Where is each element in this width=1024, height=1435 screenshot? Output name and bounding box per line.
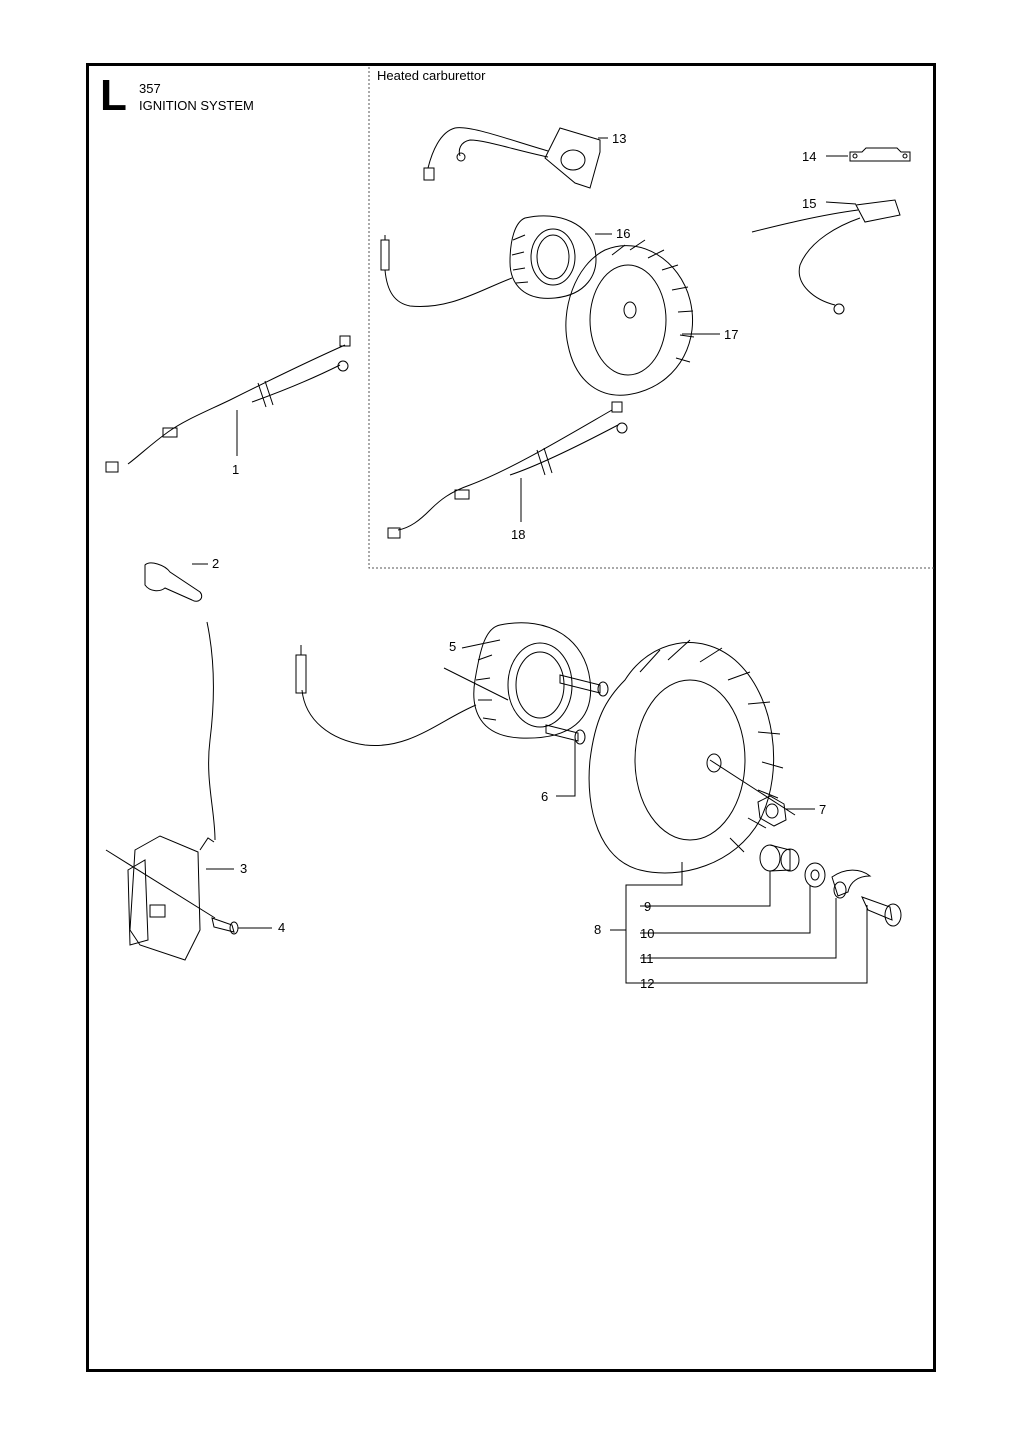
inset-border [368,67,934,569]
callout-12: 12 [640,976,654,991]
inset-title: Heated carburettor [377,68,486,83]
callout-2: 2 [212,556,219,571]
callout-labels: 1 2 3 4 5 6 7 8 9 10 11 12 13 14 15 16 1… [212,131,826,991]
flywheel [588,639,796,874]
callout-1: 1 [232,462,239,477]
callout-9: 9 [644,899,651,914]
callout-6: 6 [541,789,548,804]
part-18-wire-harness [387,401,628,539]
part-6-screws [545,674,609,797]
callout-4: 4 [278,920,285,935]
callout-18: 18 [511,527,525,542]
part-17-flywheel [565,239,720,396]
section-title: IGNITION SYSTEM [139,98,254,113]
part-14-bracket [826,147,911,162]
callout-7: 7 [819,802,826,817]
part-5-ignition-module [295,622,592,747]
part-10-washer [640,862,826,934]
callout-15: 15 [802,196,816,211]
part-11-pawl [640,869,872,959]
part-4-screw [211,917,272,935]
part-3-ignition-coil [105,835,234,961]
page-frame [86,63,936,1372]
callout-5: 5 [449,639,456,654]
section-letter: L [100,71,127,120]
part-15-thermostat-switch [751,199,901,315]
model-number: 357 [139,81,161,96]
callout-14: 14 [802,149,816,164]
part-1-wire-harness [105,335,351,473]
callout-17: 17 [724,327,738,342]
part-8-assembly-bracket [610,862,683,984]
part-9-sleeve [640,844,800,907]
callout-8: 8 [594,922,601,937]
callout-10: 10 [640,926,654,941]
callout-13: 13 [612,131,626,146]
part-7-nut [757,795,815,827]
part-16-ignition-module [380,215,612,308]
part-2-spark-plug-boot [144,562,216,841]
part-13-heater-element [423,127,608,189]
callout-11: 11 [640,951,654,966]
part-12-pin [640,896,902,984]
callout-16: 16 [616,226,630,241]
callout-3: 3 [240,861,247,876]
